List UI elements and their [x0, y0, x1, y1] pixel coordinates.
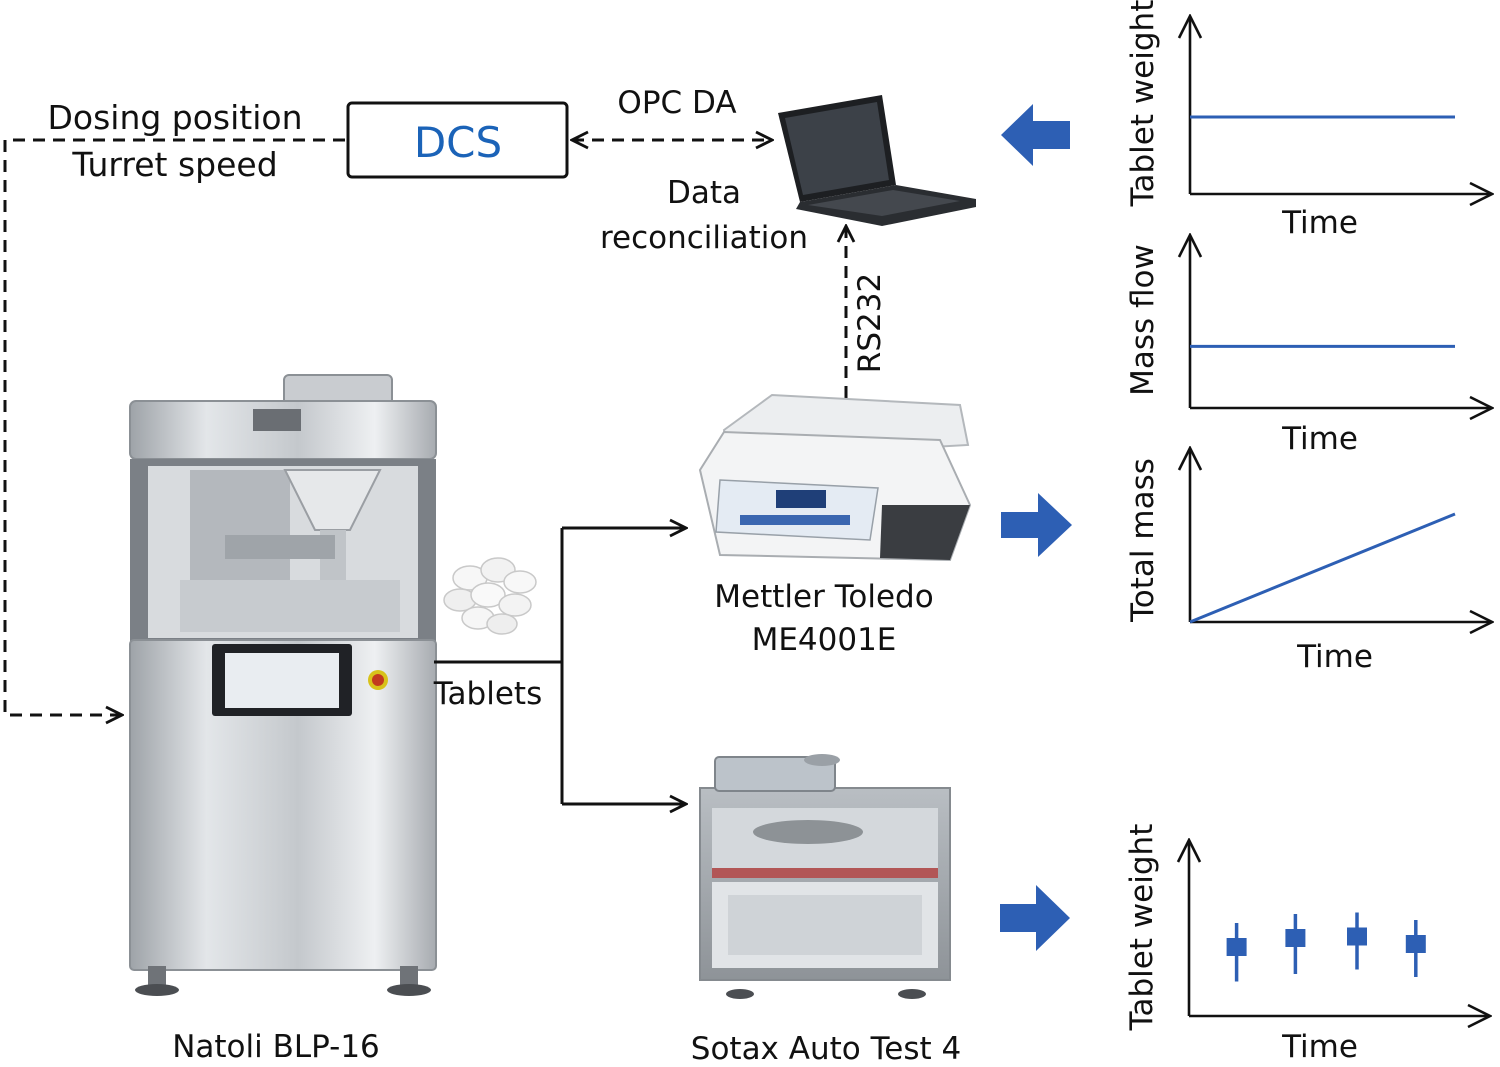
chart4-y-label: Tablet weight [1124, 824, 1160, 1032]
chart2-y-label: Mass flow [1125, 244, 1161, 396]
chart3-x-label: Time [1296, 639, 1373, 675]
chart4-boxes [1226, 912, 1426, 982]
balance-name-line2: ME4001E [752, 622, 897, 658]
chart4-box [1285, 929, 1306, 947]
tablet-flow-connector [434, 528, 686, 804]
tablet-press-icon [129, 374, 437, 996]
dcs-label: DCS [414, 118, 502, 167]
chart4-x-label: Time [1281, 1029, 1358, 1065]
dcs-box: DCS [346, 101, 569, 179]
mass-flow-chart: Mass flow Time [1125, 235, 1492, 457]
chart3-y-label: Total mass [1125, 458, 1161, 623]
chart4-box [1405, 935, 1426, 953]
tablet-weight-chart: Tablet weight Time [1125, 0, 1492, 241]
balance-icon [698, 393, 972, 562]
control-feedback-connector [3, 138, 345, 715]
turret-speed-label: Turret speed [71, 145, 277, 184]
tablets-label: Tablets [433, 676, 542, 712]
laptop-icon [778, 95, 976, 226]
chart1-x-label: Time [1281, 205, 1358, 241]
tablet-weight-boxplot-chart: Tablet weight Time [1124, 824, 1490, 1065]
chart4-box [1226, 938, 1247, 956]
opc-da-label: OPC DA [617, 85, 736, 121]
balance-name-line1: Mettler Toledo [714, 579, 933, 615]
balance-to-mass-arrow [1001, 493, 1072, 557]
tester-name-label: Sotax Auto Test 4 [691, 1031, 961, 1067]
press-name-label: Natoli BLP-16 [172, 1029, 380, 1065]
chart3-series-line [1189, 512, 1456, 624]
reconciliation-caption: reconciliation [600, 220, 808, 256]
dosing-position-label: Dosing position [47, 98, 302, 137]
chart4-box [1347, 927, 1367, 946]
weight-to-laptop-arrow [1001, 104, 1070, 166]
data-caption: Data [667, 175, 741, 211]
tester-icon [699, 754, 951, 999]
chart1-y-label: Tablet weight [1125, 0, 1161, 207]
total-mass-chart: Total mass Time [1125, 448, 1492, 675]
tester-to-weight-arrow [1000, 885, 1070, 951]
tablets-icon [443, 557, 537, 635]
rs232-label: RS232 [852, 273, 888, 373]
chart2-x-label: Time [1281, 421, 1358, 457]
